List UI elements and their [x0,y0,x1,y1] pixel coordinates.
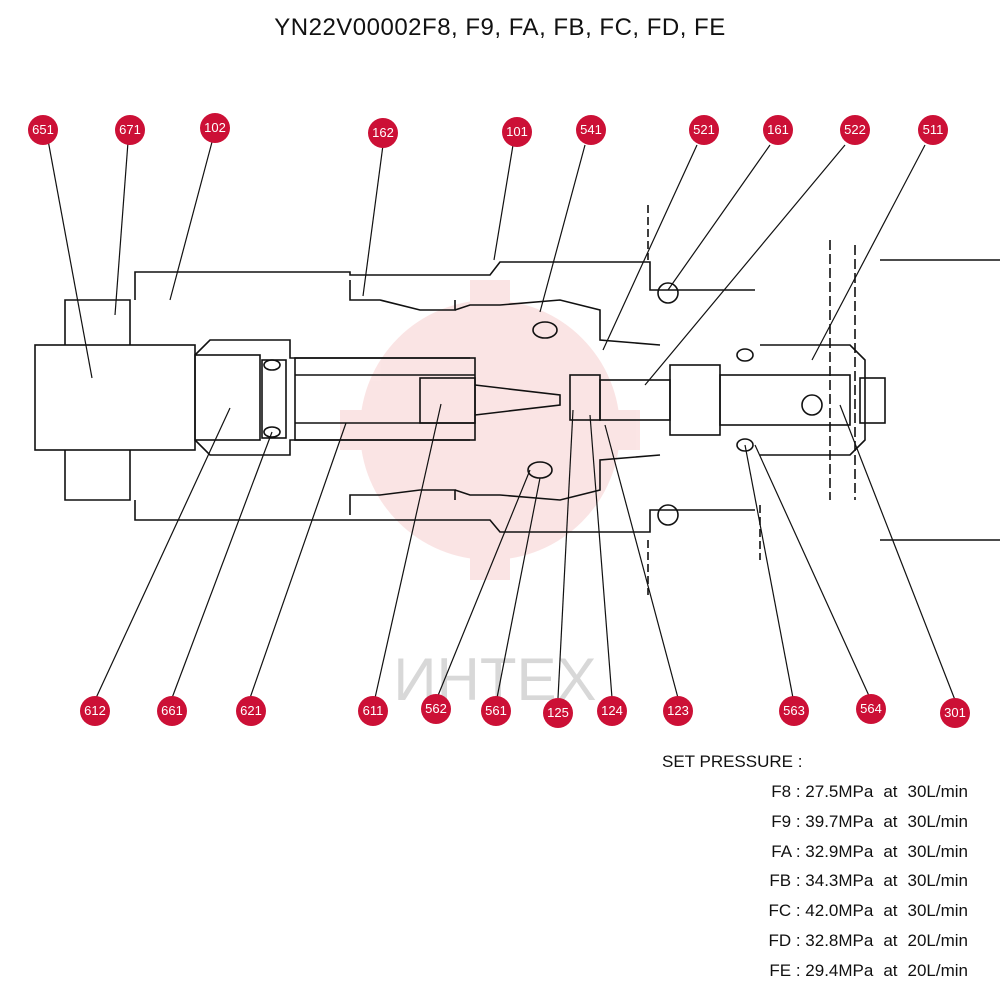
diagram-title: YN22V00002F8, F9, FA, FB, FC, FD, FE [274,14,726,41]
pressure-value: 42.0MPa [805,901,874,920]
pressure-value: 29.4MPa [805,961,874,980]
valve-outline [34,205,1000,595]
callout-label: 661 [161,703,183,718]
callout-label: 651 [32,122,54,137]
callout-511: 511 [918,115,948,145]
callout-label: 671 [119,122,141,137]
callout-521: 521 [689,115,719,145]
callout-label: 102 [204,120,226,135]
pressure-flow: 30L/min [907,782,968,801]
callout-161: 161 [763,115,793,145]
pressure-flow: 30L/min [907,901,968,920]
watermark-logo [340,280,640,580]
pressure-code: F9 [771,812,792,831]
callout-301: 301 [940,698,970,728]
pressure-at: at [883,871,898,890]
callout-label: 611 [362,703,384,718]
callout-label: 511 [922,122,944,137]
set-pressure-heading: SET PRESSURE : [662,752,803,771]
callout-label: 522 [844,122,866,137]
callout-label: 561 [485,703,507,718]
pressure-flow: 20L/min [907,931,968,950]
callout-label: 564 [860,701,882,716]
callout-671: 671 [115,115,145,145]
callout-561: 561 [481,696,511,726]
callout-621: 621 [236,696,266,726]
pressure-flow: 30L/min [907,812,968,831]
callout-label: 124 [601,703,623,718]
pressure-value: 39.7MPa [805,812,874,831]
pressure-flow: 30L/min [907,842,968,861]
callout-611: 611 [358,696,388,726]
callout-label: 101 [506,124,528,139]
callout-541: 541 [576,115,606,145]
pressure-code: F8 [771,782,792,801]
pressure-at: at [883,961,898,980]
callout-661: 661 [157,696,187,726]
pressure-code: FE [769,961,792,980]
pressure-at: at [883,782,898,801]
callout-101: 101 [502,117,532,147]
valve-cross-section-drawing: ИНТЕХ [34,139,1000,713]
pressure-value: 32.8MPa [805,931,874,950]
callout-102: 102 [200,113,230,143]
pressure-code: FD [768,931,792,950]
pressure-flow: 30L/min [907,871,968,890]
callout-123: 123 [663,696,693,726]
callout-124: 124 [597,696,627,726]
callout-label: 562 [425,701,447,716]
callout-125: 125 [543,698,573,728]
callout-label: 301 [944,705,966,720]
pressure-code: FA [771,842,792,861]
callout-522: 522 [840,115,870,145]
pressure-at: at [883,842,898,861]
callout-label: 161 [767,122,789,137]
callout-label: 563 [783,703,805,718]
callout-651: 651 [28,115,58,145]
pressure-value: 32.9MPa [805,842,874,861]
pressure-flow: 20L/min [907,961,968,980]
pressure-value: 34.3MPa [805,871,874,890]
callout-label: 541 [580,122,602,137]
callout-564: 564 [856,694,886,724]
pressure-at: at [883,931,898,950]
pressure-at: at [883,812,898,831]
callout-label: 162 [372,125,394,140]
callout-label: 521 [693,122,715,137]
pressure-value: 27.5MPa [805,782,874,801]
callout-label: 612 [84,703,106,718]
callout-label: 125 [547,705,569,720]
callout-label: 621 [240,703,262,718]
pressure-code: FB [769,871,792,890]
leader-lines [47,139,956,701]
callout-label: 123 [667,703,689,718]
callout-563: 563 [779,696,809,726]
callout-612: 612 [80,696,110,726]
callout-162: 162 [368,118,398,148]
pressure-at: at [883,901,898,920]
callout-562: 562 [421,694,451,724]
pressure-code: FC [768,901,792,920]
